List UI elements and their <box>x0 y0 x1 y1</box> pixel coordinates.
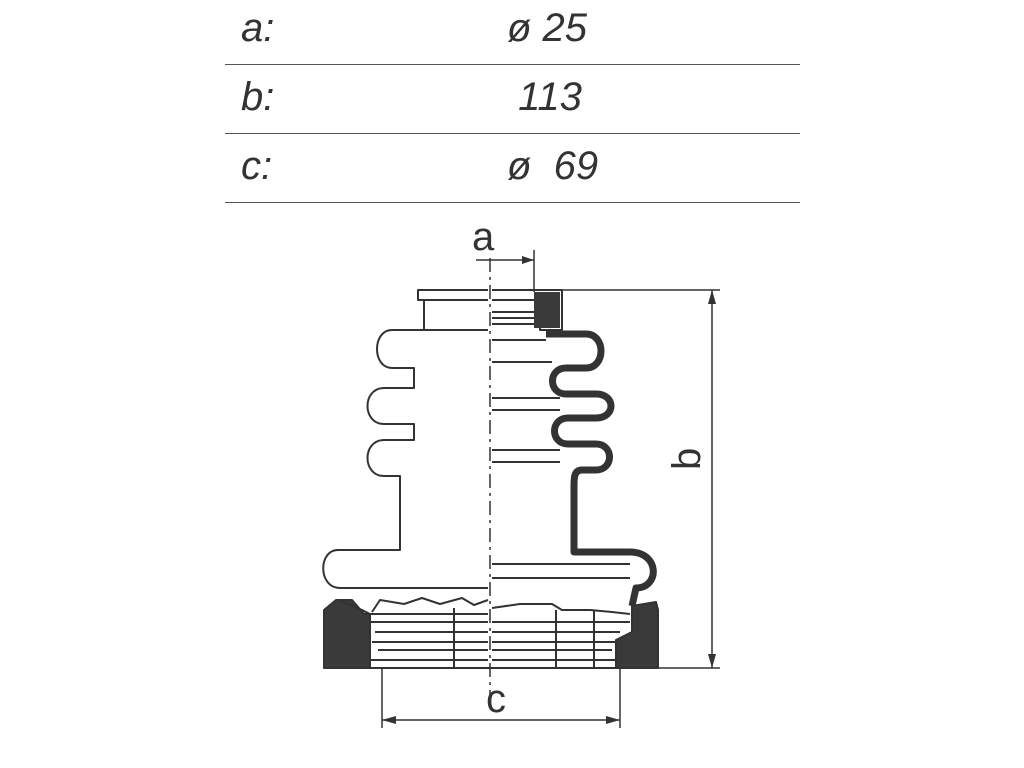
dimension-c <box>381 668 621 728</box>
spec-label-c: c: <box>241 144 273 188</box>
spec-row-a: a: ø 25 <box>225 0 800 65</box>
dimension-a <box>476 250 535 292</box>
dimension-label-c: c <box>486 677 506 721</box>
spec-value-a: ø 25 <box>507 6 588 50</box>
boot-right-wall <box>546 330 657 607</box>
boot-left-outline <box>322 289 488 589</box>
right-clamp <box>615 601 659 669</box>
spec-value-c: ø 69 <box>507 144 599 188</box>
spec-row-b: b: 113 <box>225 69 800 134</box>
dimension-table: a: ø 25 b: 113 c: ø 69 <box>225 0 800 207</box>
spec-label-a: a: <box>241 6 275 50</box>
spec-row-c: c: ø 69 <box>225 138 800 203</box>
dimension-b <box>562 289 720 669</box>
right-neck-clamp <box>534 292 560 328</box>
dimension-label-a: a <box>472 215 495 259</box>
spec-label-b: b: <box>241 75 275 119</box>
dimension-label-b: b <box>665 448 709 470</box>
spec-value-b: 113 <box>507 75 582 119</box>
boot-right-neck <box>492 289 563 331</box>
